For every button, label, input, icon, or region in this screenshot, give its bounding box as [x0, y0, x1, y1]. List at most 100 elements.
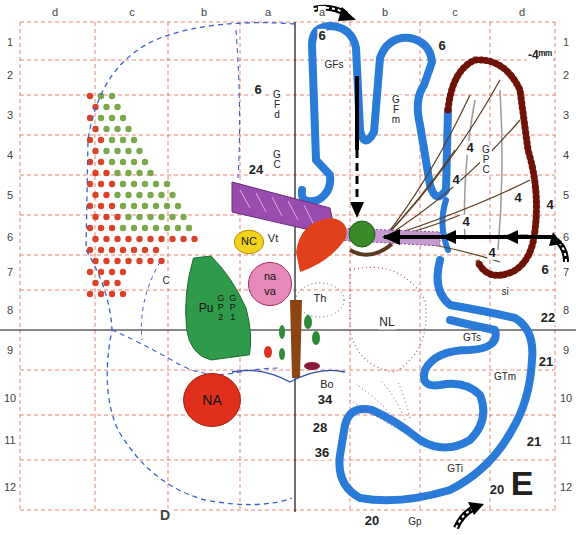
projection-dot [120, 269, 126, 275]
drawing-part [380, 380, 405, 420]
insula [442, 200, 448, 250]
projection-dot [120, 115, 126, 121]
motor-cortex-dots [448, 60, 536, 275]
projection-dot [125, 192, 131, 198]
grid-label: b [200, 6, 208, 18]
projection-dots [87, 93, 198, 297]
putamen-shape: PuG P 2G P 1 [183, 256, 253, 360]
grid-line [20, 175, 555, 176]
structure-label: NL [378, 316, 395, 329]
view-arrows [314, 7, 566, 528]
grid-line [20, 460, 555, 461]
projection-dot [109, 115, 115, 121]
drawing-part [382, 229, 400, 245]
grid-line [20, 415, 555, 416]
projection-dot [120, 203, 126, 209]
projection-dot [136, 258, 142, 264]
grid [0, 22, 576, 512]
projection-dot [180, 214, 186, 220]
grid-label: 7 [6, 266, 14, 278]
callout-number: 20 [364, 514, 380, 528]
projection-dot [142, 159, 148, 165]
projection-dot [158, 192, 164, 198]
grid-label: 10 [3, 392, 17, 404]
small-nucleus [279, 348, 285, 360]
pointer-arrows [350, 76, 552, 245]
drawing-part [456, 508, 474, 528]
band-hatch [240, 190, 314, 225]
callout-number: 6 [317, 29, 326, 43]
small-nucleus [304, 315, 312, 329]
axis-line [294, 22, 295, 512]
structure-label: Vt [267, 232, 279, 244]
projection-dot [131, 247, 137, 253]
projection-dot [131, 137, 137, 143]
drawing-part [456, 508, 474, 528]
projection-dot [103, 192, 109, 198]
projection-dot [98, 225, 104, 231]
projection-dot [109, 203, 115, 209]
grid-label: 11 [3, 434, 16, 446]
projection-dot [142, 225, 148, 231]
projection-dot [109, 269, 115, 275]
drawing-part [441, 230, 456, 244]
projection-dot [131, 225, 137, 231]
callout-number: 34 [317, 393, 333, 407]
projection-dot [175, 225, 181, 231]
drawing-part [398, 382, 410, 418]
structure-label: G F m [390, 95, 402, 125]
projection-dot [87, 291, 93, 297]
grid-label: b [381, 6, 389, 18]
structure-label: GTm [493, 371, 517, 382]
projection-dot [147, 192, 153, 198]
projection-dot [114, 104, 120, 110]
callout-number: 21 [526, 435, 542, 449]
projection-dot [109, 181, 115, 187]
callout-number: 6 [437, 39, 446, 53]
grid-label: 12 [559, 481, 573, 493]
projection-dot [147, 258, 153, 264]
node-fill [186, 256, 251, 360]
projection-dot [142, 247, 148, 253]
drawing-part [384, 235, 552, 239]
hemisphere-outline [86, 23, 295, 505]
grid-label: a [318, 6, 326, 18]
projection-dot [114, 236, 120, 242]
projection-dot [164, 203, 170, 209]
grid-label: c [451, 6, 459, 18]
node-text: NC [241, 236, 257, 248]
projection-dot [103, 258, 109, 264]
temporal-gyri [339, 260, 532, 500]
callout-number: 22 [540, 311, 556, 325]
grid-label: 4 [562, 149, 570, 161]
projection-dot [147, 170, 153, 176]
projection-dot [98, 291, 104, 297]
projection-dot [180, 236, 186, 242]
callout-number: 4 [513, 191, 522, 205]
callout-number: 6 [253, 83, 262, 97]
projection-dot [114, 214, 120, 220]
callout-number: 4 [487, 246, 496, 260]
node-text: na [264, 271, 276, 283]
drawing-part [355, 76, 359, 150]
structure-label: G P C [480, 145, 492, 175]
grid-label: 11 [559, 434, 572, 446]
grid-label: 6 [562, 231, 570, 243]
structure-label: GFs [324, 59, 345, 70]
projection-dot [120, 137, 126, 143]
node-fill [234, 230, 263, 254]
projection-dot [136, 214, 142, 220]
projection-dot [98, 181, 104, 187]
projection-dot [158, 214, 164, 220]
projection-dot [120, 159, 126, 165]
grid-label: 12 [3, 481, 17, 493]
grid-label: 6 [6, 231, 14, 243]
grid-label: D [159, 508, 171, 523]
structure-label: Bo [319, 378, 334, 390]
target-circle [349, 221, 375, 247]
grid-label: a [264, 6, 272, 18]
structure-label: C [161, 275, 170, 286]
